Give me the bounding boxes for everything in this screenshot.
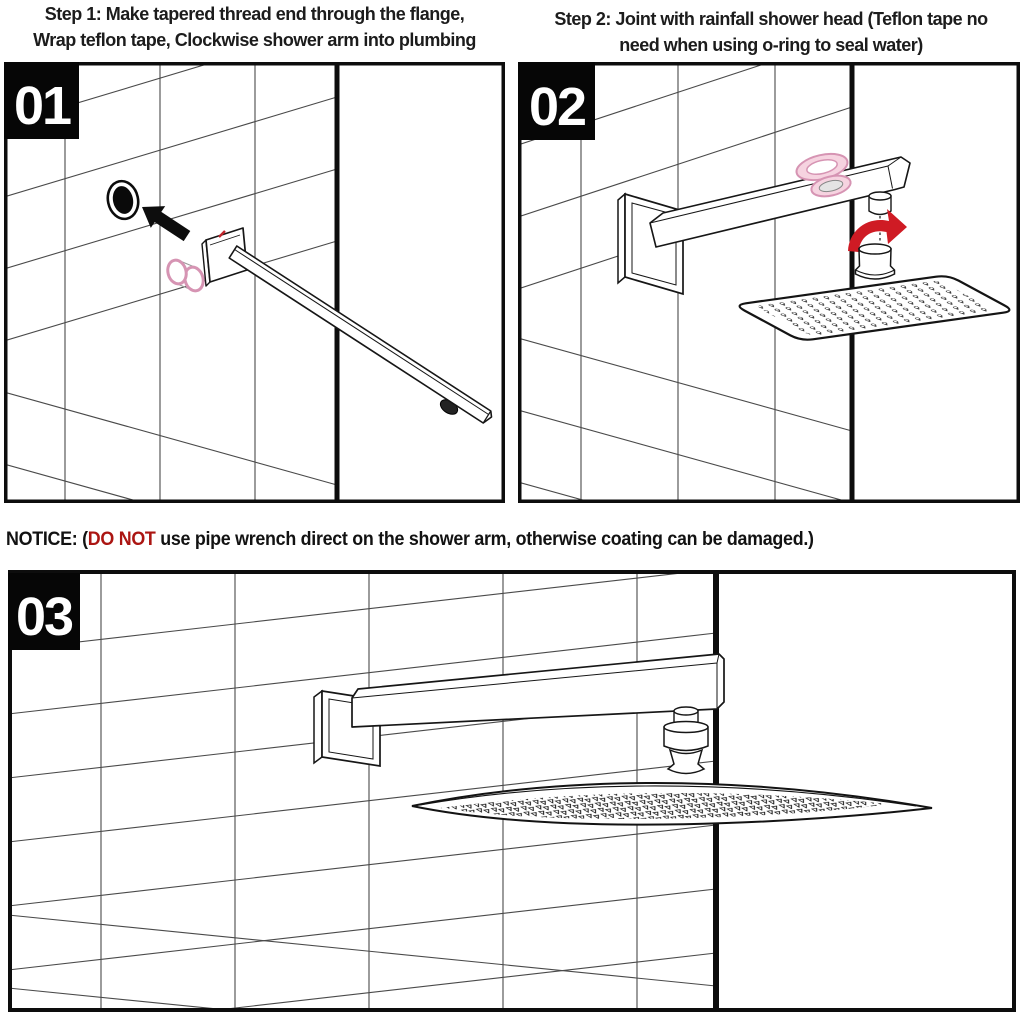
badge-number: 02 — [529, 77, 585, 137]
shower-arm — [351, 653, 725, 728]
panel-border — [8, 570, 1016, 1012]
wall-hole-icon — [106, 179, 140, 221]
tile-grid — [4, 62, 338, 503]
step1-title-line2: Wrap teflon tape, Clockwise shower arm i… — [33, 30, 476, 50]
step2-title-line2: need when using o-ring to seal water) — [619, 35, 923, 55]
panel-border — [518, 62, 1020, 503]
step-badge-03: 03 — [8, 573, 80, 650]
step3-illustration: 03 — [8, 570, 1016, 1012]
step-badge-02: 02 — [518, 62, 595, 140]
panel-border — [4, 62, 505, 503]
step1-title: Step 1: Make tapered thread end through … — [4, 1, 505, 53]
thread-connector — [868, 191, 892, 216]
shower-head-nozzles — [758, 280, 991, 336]
notice-prefix: NOTICE: ( — [6, 529, 88, 550]
step1-title-line1: Step 1: Make tapered thread end through … — [44, 4, 465, 24]
notice-suffix: use pipe wrench direct on the shower arm… — [155, 529, 814, 550]
teflon-tape-rings — [166, 258, 205, 293]
step-badge-01: 01 — [4, 62, 79, 139]
flange-red-mark — [218, 230, 226, 238]
notice-warning: DO NOT — [87, 529, 156, 550]
badge-number: 03 — [16, 587, 73, 647]
direction-arrow-icon — [142, 206, 191, 242]
rainfall-shower-head — [738, 275, 1011, 341]
o-ring-seals — [795, 152, 852, 198]
shower-arm-bar — [228, 245, 493, 424]
notice-text: NOTICE: (DO NOT use pipe wrench direct o… — [6, 529, 1020, 551]
ball-joint-connector — [663, 706, 709, 775]
step1-illustration: 01 — [4, 62, 505, 503]
step2-title: Step 2: Joint with rainfall shower head … — [518, 6, 1024, 58]
badge-number: 01 — [14, 76, 71, 136]
step2-illustration: 02 — [518, 62, 1020, 503]
rotate-arrow-icon — [848, 209, 907, 252]
shower-head-nut — [854, 243, 896, 280]
shower-arm-drawing — [166, 227, 493, 424]
step2-title-line1: Step 2: Joint with rainfall shower head … — [554, 9, 988, 29]
shower-head-nozzles — [440, 792, 890, 819]
rainfall-shower-head — [411, 781, 933, 826]
wall-escutcheon — [617, 192, 684, 296]
